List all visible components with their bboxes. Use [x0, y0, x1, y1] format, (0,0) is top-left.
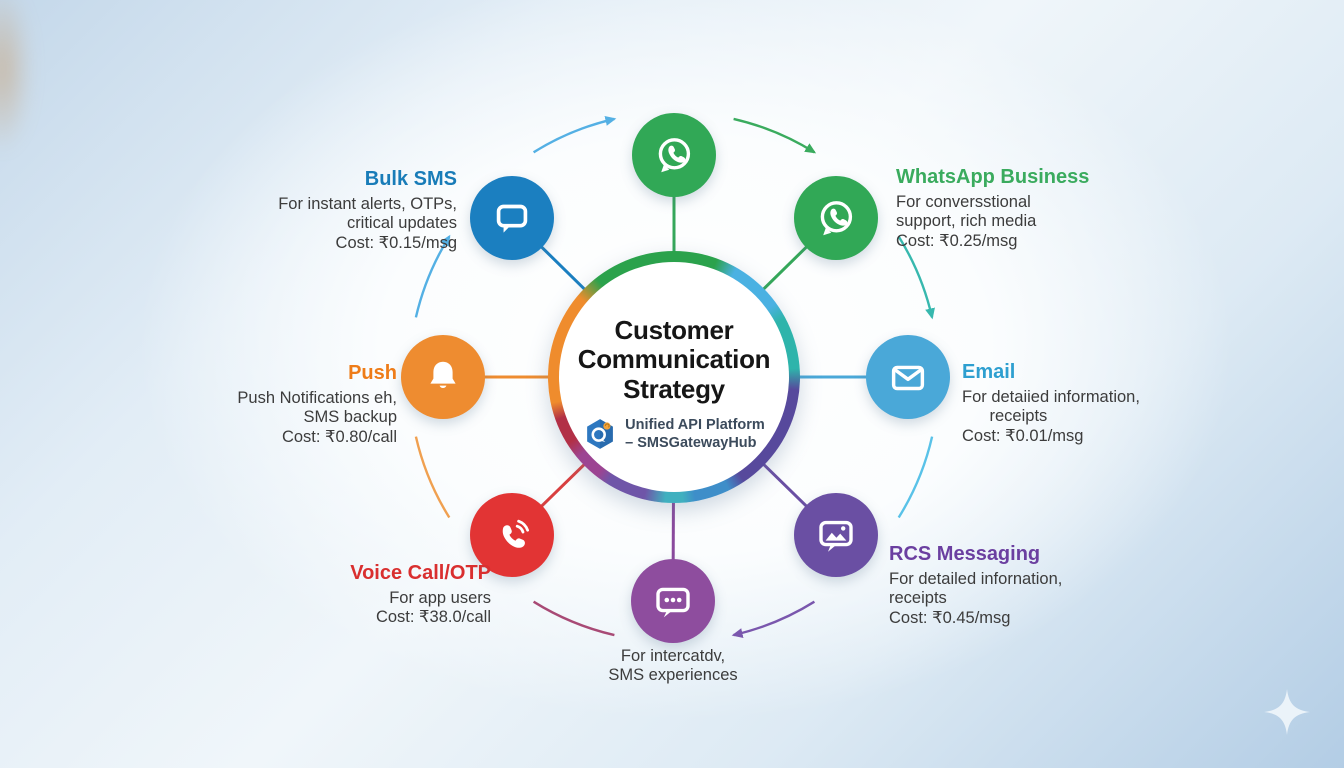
bulk-sms-label: Bulk SMS For instant alerts, OTPs, criti… — [175, 168, 457, 253]
corner-blur-decoration — [0, 0, 32, 154]
push-desc: Push Notifications eh, SMS backup — [237, 389, 397, 427]
sparkle-icon — [1264, 689, 1310, 740]
rcs-cost: Cost: ₹0.45/msg — [889, 608, 1011, 627]
rcs-node — [794, 493, 878, 577]
whatsapp-business-node — [794, 176, 878, 260]
email-node — [866, 335, 950, 419]
whatsapp-business-cost: Cost: ₹0.25/msg — [896, 231, 1018, 250]
sms-bubble-icon — [496, 204, 528, 233]
whatsapp-icon — [658, 138, 691, 173]
rcs-label: RCS Messaging For detailed infornation, … — [889, 543, 1199, 628]
whatsapp-business-title: WhatsApp Business — [896, 166, 1090, 188]
brand-line-1: Unified API Platform — [625, 416, 765, 433]
rcs-title: RCS Messaging — [889, 543, 1041, 565]
brand-line-2: – SMSGatewayHub — [625, 435, 757, 452]
phone-call-icon — [502, 519, 529, 548]
bulk-sms-node — [470, 176, 554, 260]
brand-text: Unified API Platform – SMSGatewayHub — [625, 416, 765, 452]
email-title: Email — [962, 361, 1016, 383]
whatsapp-icon — [820, 201, 853, 236]
rcs-desc: For detailed infornation, receipts — [889, 570, 1063, 608]
push-cost: Cost: ₹0.80/call — [281, 427, 397, 446]
whatsapp-business-desc: For conversstional support, rich media — [896, 193, 1037, 231]
bell-icon — [430, 361, 456, 389]
push-label: Push Push Notifications eh, SMS backup C… — [117, 362, 397, 447]
brand-row: Unified API Platform – SMSGatewayHub — [583, 416, 765, 452]
voice-call-title: Voice Call/OTP — [350, 562, 491, 584]
bulk-sms-desc: For instant alerts, OTPs, critical updat… — [278, 195, 457, 233]
push-node — [401, 335, 485, 419]
bulk-sms-title: Bulk SMS — [364, 168, 457, 190]
chat-dots-icon — [656, 587, 690, 618]
bulk-sms-cost: Cost: ₹0.15/msg — [335, 233, 457, 252]
smsgatewayhub-logo-icon — [587, 419, 614, 449]
email-desc: For detaiied information, receipts — [962, 388, 1140, 426]
voice-call-node — [470, 493, 554, 577]
hub-inner-circle: Customer Communication Strategy Unified … — [559, 262, 789, 492]
hub-title: Customer Communication Strategy — [577, 314, 771, 404]
email-label: Email For detaiied information, receipts… — [962, 361, 1262, 446]
chat-label: For intercatdv, SMS experiences — [543, 647, 803, 686]
voice-call-label: Voice Call/OTP For app users Cost: ₹38.0… — [205, 562, 491, 628]
chat-node — [631, 559, 715, 643]
rich-media-bubble-icon — [819, 520, 853, 552]
chat-desc: For intercatdv, SMS experiences — [608, 647, 738, 685]
email-cost: Cost: ₹0.01/msg — [962, 426, 1084, 445]
flow-arrows — [414, 116, 935, 638]
voice-call-cost: Cost: ₹38.0/call — [375, 608, 491, 627]
voice-call-desc: For app users — [389, 589, 491, 607]
hub-circle: Customer Communication Strategy Unified … — [548, 251, 800, 503]
envelope-icon — [891, 365, 925, 391]
push-title: Push — [348, 362, 397, 384]
whatsapp-business-label: WhatsApp Business For conversstional sup… — [896, 166, 1206, 251]
whatsapp-node — [632, 113, 716, 197]
